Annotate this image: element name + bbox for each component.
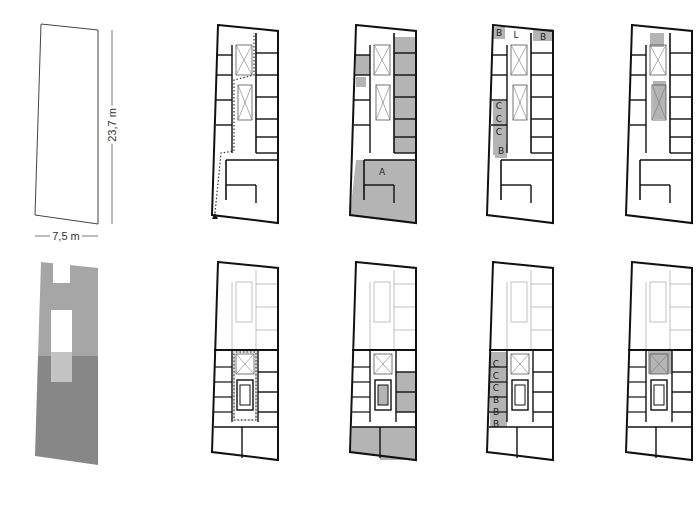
zone-letter: C bbox=[493, 371, 499, 381]
zone-letter: B bbox=[493, 395, 499, 405]
zone-letter: C bbox=[493, 359, 499, 369]
zone-letter: B bbox=[498, 146, 504, 156]
zone-letter: B bbox=[496, 28, 502, 38]
zone-letter: C bbox=[496, 127, 502, 137]
zone-letter: B bbox=[493, 407, 499, 417]
dimension-label: 7,5 m bbox=[50, 230, 82, 242]
zone-letter: C bbox=[496, 101, 502, 111]
zone-letter: L bbox=[513, 30, 518, 40]
zone-letter: B bbox=[493, 419, 499, 429]
zone-letter: B bbox=[540, 32, 546, 42]
zone-letter: A bbox=[379, 167, 385, 177]
dimension-label: 23,7 m bbox=[106, 106, 118, 144]
zone-letter: C bbox=[493, 383, 499, 393]
zone-letter: C bbox=[496, 114, 502, 124]
